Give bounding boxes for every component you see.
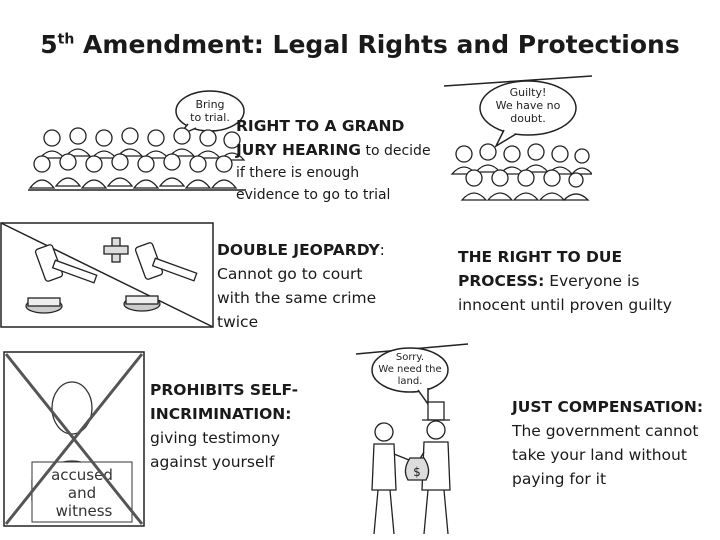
due-process-heading: THE RIGHT TO DUE bbox=[458, 248, 623, 266]
just-compensation-speech-bubble: Sorry. We need the land. bbox=[371, 347, 449, 407]
money-bag-icon: $ bbox=[404, 457, 430, 481]
svg-text:to trial.: to trial. bbox=[190, 111, 230, 124]
svg-text:and: and bbox=[68, 484, 96, 502]
due-process-illustration: Guilty! We have no doubt. bbox=[444, 75, 592, 201]
double-jeopardy-heading: DOUBLE JEOPARDY bbox=[217, 241, 380, 259]
jury-back-row bbox=[38, 127, 246, 161]
self-incrimination-illustration: accused and witness bbox=[3, 351, 145, 527]
gavel-icon bbox=[123, 242, 198, 312]
due-process-text: THE RIGHT TO DUE PROCESS: Everyone is in… bbox=[458, 248, 672, 314]
jury-front-row bbox=[28, 153, 238, 189]
svg-text:Bring: Bring bbox=[195, 98, 224, 111]
just-compensation-illustration: Sorry. We need the land. $ bbox=[355, 343, 469, 535]
landowner-figure bbox=[371, 422, 415, 535]
svg-text:witness: witness bbox=[56, 502, 113, 520]
svg-text:We have no: We have no bbox=[496, 99, 561, 112]
svg-text:doubt.: doubt. bbox=[510, 112, 545, 125]
due-process-speech-bubble: Guilty! We have no doubt. bbox=[479, 80, 577, 148]
just-compensation-heading: JUST COMPENSATION: bbox=[512, 398, 704, 416]
grand-jury-speech-bubble: Bring to trial. bbox=[175, 90, 245, 137]
double-jeopardy-text: DOUBLE JEOPARDY: Cannot go to court with… bbox=[217, 241, 385, 331]
self-incrimination-text: PROHIBITS SELF- INCRIMINATION: giving te… bbox=[150, 381, 299, 471]
due-process-crowd bbox=[450, 143, 592, 201]
svg-text:We need the: We need the bbox=[378, 364, 441, 375]
gavel-icon bbox=[25, 244, 98, 314]
svg-text:Sorry.: Sorry. bbox=[396, 352, 424, 363]
grand-jury-text: RIGHT TO A GRAND JURY HEARING to decide … bbox=[236, 117, 431, 203]
slide-title: 5th Amendment: Legal Rights and Protecti… bbox=[40, 30, 680, 59]
grand-jury-heading: RIGHT TO A GRAND bbox=[236, 117, 405, 135]
svg-text:land.: land. bbox=[398, 376, 423, 387]
svg-text:$: $ bbox=[413, 465, 421, 479]
double-jeopardy-illustration bbox=[0, 222, 214, 328]
prohibited-x-icon bbox=[4, 353, 144, 525]
self-incrimination-heading: PROHIBITS SELF- bbox=[150, 381, 299, 399]
grand-jury-illustration: Bring to trial. bbox=[28, 90, 246, 191]
just-compensation-text: JUST COMPENSATION: The government cannot… bbox=[512, 398, 704, 488]
plus-icon bbox=[103, 237, 129, 263]
svg-text:Guilty!: Guilty! bbox=[510, 86, 547, 99]
